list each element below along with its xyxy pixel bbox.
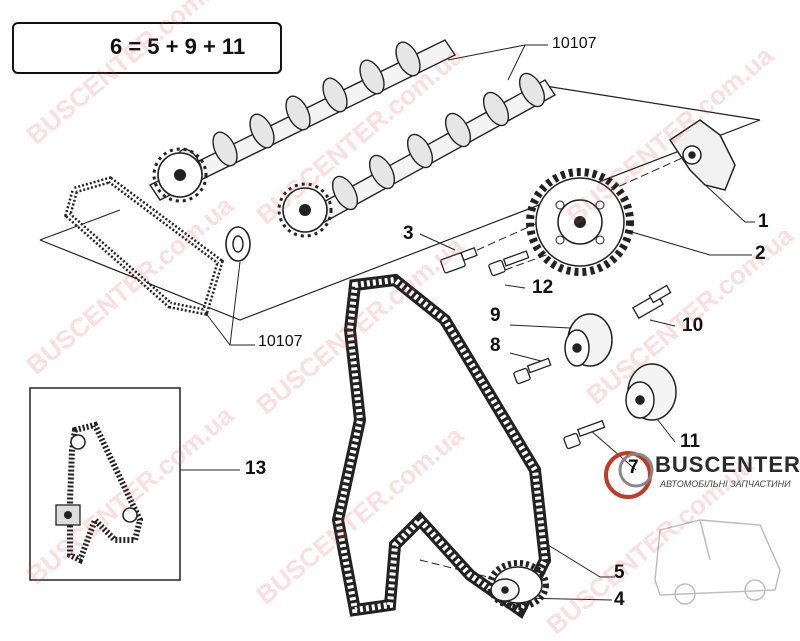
exploded-parts-drawing: [28, 30, 781, 619]
cam-sprocket-upper: [152, 147, 208, 203]
callout-2: 2: [755, 243, 766, 264]
diagram-canvas: 6 = 5 + 9 + 11 10107 10107 1 2 3 4 5 7 8…: [12, 0, 800, 640]
buscenter-emblem: [604, 451, 654, 499]
bolt-3: [440, 247, 478, 274]
crank-sprocket: [487, 560, 549, 610]
idler-roller: [564, 313, 613, 367]
callout-3: 3: [403, 223, 414, 244]
callout-8: 8: [490, 335, 501, 356]
tensioner-pulley: [625, 363, 677, 421]
camshaft-lower: [298, 72, 557, 231]
callout-13: 13: [245, 458, 267, 479]
callout-1: 1: [758, 211, 769, 232]
thrust-washer: [225, 226, 251, 262]
callout-ref-bottom: 10107: [258, 333, 303, 350]
callout-5: 5: [614, 562, 625, 583]
callout-12: 12: [532, 277, 554, 298]
kit-formula: 6 = 5 + 9 + 11: [110, 34, 246, 59]
callout-7: 7: [628, 457, 639, 478]
callout-ref-top: 10107: [552, 35, 597, 52]
logo-tagline: АВТОМОБІЛЬНІ ЗАПЧАСТИНИ: [660, 479, 791, 489]
timing-belt: [331, 273, 552, 619]
cam-pulley: [526, 168, 634, 276]
callout-9: 9: [490, 305, 501, 326]
tensioner-bracket: [668, 119, 736, 191]
callout-10: 10: [682, 315, 704, 336]
cam-sprocket-lower: [277, 182, 333, 238]
stud: [631, 284, 672, 320]
bolt-7: [563, 419, 606, 450]
kit-composition-box: 6 = 5 + 9 + 11: [12, 22, 282, 74]
callout-4: 4: [614, 589, 625, 610]
logo-name: BUSCENTER: [655, 452, 800, 477]
callout-11: 11: [680, 431, 701, 452]
inset-belt-routing: [29, 387, 181, 581]
bolt-8: [513, 357, 552, 385]
bolt-12: [488, 250, 530, 277]
van-sketch: [654, 519, 781, 605]
